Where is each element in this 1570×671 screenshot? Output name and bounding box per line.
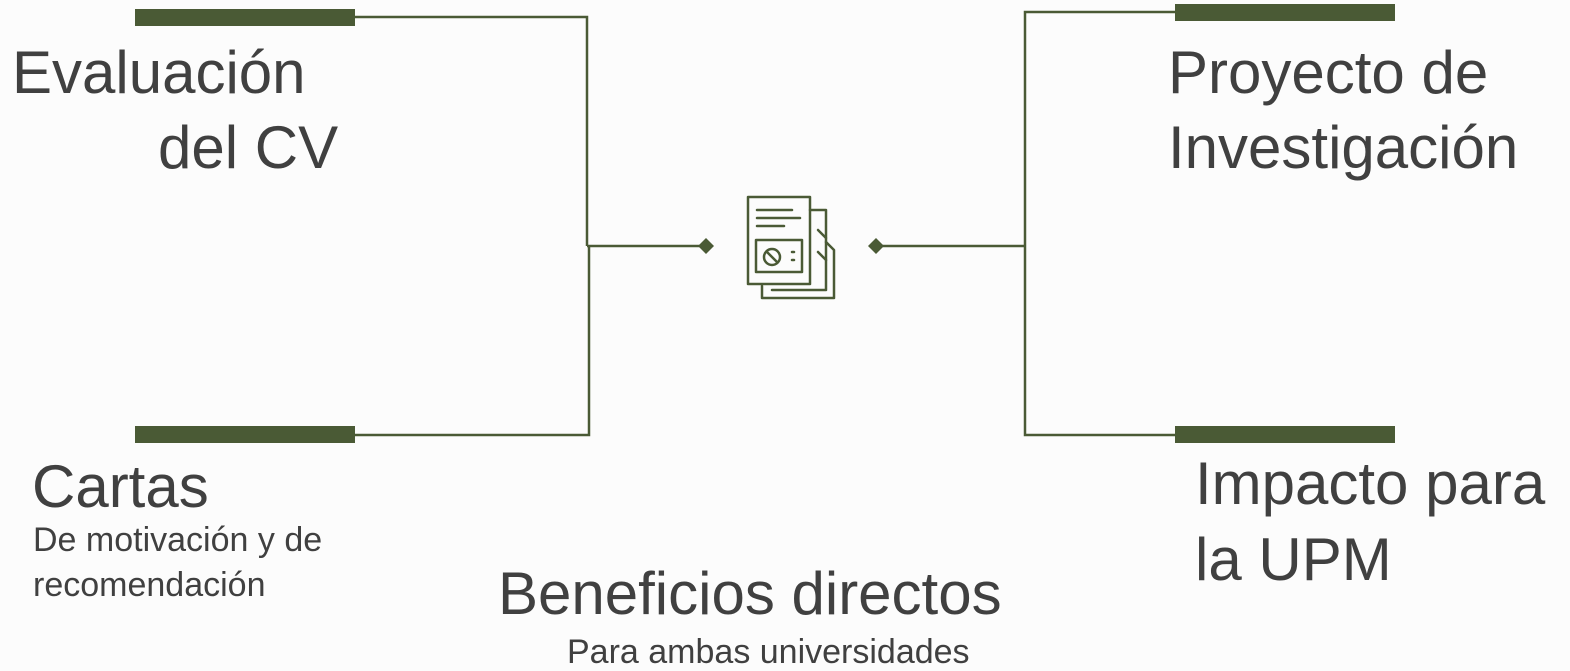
bar-top-left (135, 9, 355, 26)
center-subtitle: Para ambas universidades (567, 633, 970, 671)
label-cartas-sub-line2: recomendación (33, 566, 266, 604)
label-cartas-sub-line1: De motivación y de (33, 521, 323, 559)
document-checklist-icon (746, 195, 836, 300)
bar-top-right (1175, 4, 1395, 21)
label-impacto-line2: la UPM (1195, 526, 1392, 593)
connector-top-left (355, 15, 589, 246)
connector-top-right (1023, 10, 1175, 246)
label-proyecto-line2: Investigación (1168, 114, 1519, 181)
center-title: Beneficios directos (498, 560, 1002, 627)
bar-bottom-right (1175, 426, 1395, 443)
label-cartas-title: Cartas (32, 453, 209, 520)
connector-bottom-right (1023, 246, 1175, 437)
diamond-left (698, 238, 714, 254)
label-evaluacion-line2: del CV (158, 114, 339, 181)
label-evaluacion-line1: Evaluación (12, 39, 306, 106)
bar-bottom-left (135, 426, 355, 443)
diamond-right (868, 238, 884, 254)
connector-bottom-left (355, 246, 591, 437)
label-proyecto-line1: Proyecto de (1168, 39, 1489, 106)
label-impacto-line1: Impacto para (1195, 450, 1546, 517)
